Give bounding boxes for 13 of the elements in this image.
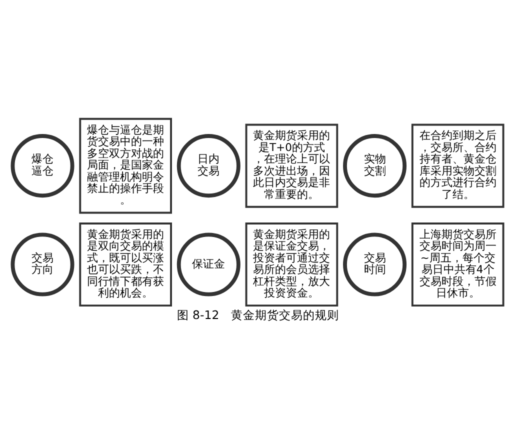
node-box: 上海期货交易所交易时间为周一~周五，每个交易日中共有4个交易时段，节假日休市。 <box>411 222 504 307</box>
node-box: 爆仓与逼仓是期货交易中的一种多空双方对战的局面，是国家金融管理机构明令禁止的操作手段。 <box>79 118 172 214</box>
node-circle: 交易方向 <box>10 232 74 296</box>
node-circle: 交易时间 <box>343 232 407 296</box>
node-box: 黄金期货采用的是T+0的方式，在理论上可以多次进出场，因此日内交易是非常重要的。 <box>245 124 338 208</box>
node-circle: 爆仓逼仓 <box>10 134 74 198</box>
node-box: 黄金期货采用的是保证金交易，投资者可通过交易所的会员选择杠杆类型，放大投资资金。 <box>245 222 338 307</box>
node-circle: 保证金 <box>176 232 240 296</box>
node-box: 在合约到期之后，交易所、合约持有者、黄金仓库采用实物交割的方式进行合约了结。 <box>411 124 504 208</box>
node-circle: 实物交割 <box>343 134 407 198</box>
caption: 图 8-12 黄金期货交易的规则 <box>176 308 340 322</box>
node-circle: 日内交易 <box>176 134 240 198</box>
node-box: 黄金期货采用的是双向交易的模式，既可以买涨也可以买跌，不同行情下都有获利的机会。 <box>79 222 172 307</box>
